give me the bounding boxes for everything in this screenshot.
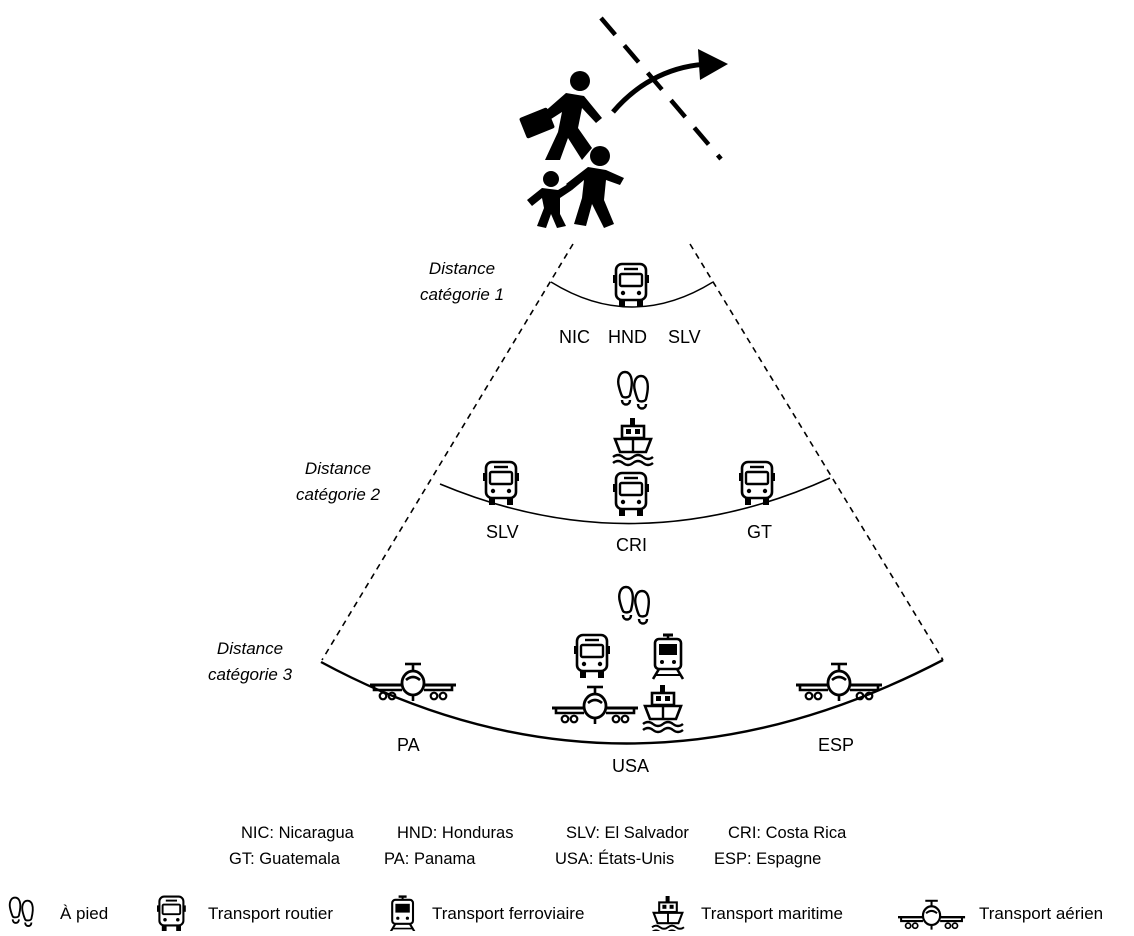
abbreviation: NIC: Nicaragua xyxy=(241,824,354,842)
border-line xyxy=(599,16,723,161)
footprints-icon xyxy=(8,896,34,927)
footprints-icon xyxy=(618,585,651,625)
country-code: CRI xyxy=(616,535,647,555)
country-code: PA xyxy=(397,735,420,755)
abbreviation: HND: Honduras xyxy=(397,824,514,842)
cone-left-edge xyxy=(321,243,574,661)
airplane-icon xyxy=(896,899,967,931)
ship-icon xyxy=(641,683,685,734)
legend-label-rail: Transport ferroviaire xyxy=(432,904,585,923)
abbreviation: PA: Panama xyxy=(384,850,476,868)
ship-icon xyxy=(611,416,655,467)
bus-icon xyxy=(572,633,612,680)
train-icon xyxy=(389,895,416,933)
abbreviation: SLV: El Salvador xyxy=(566,824,689,842)
ship-icon xyxy=(650,894,686,935)
bus-icon xyxy=(611,471,651,518)
bus-icon xyxy=(611,262,651,309)
bus-icon xyxy=(737,460,777,507)
arrow-head-icon xyxy=(698,49,728,80)
airplane-icon xyxy=(550,685,640,726)
country-code: HND xyxy=(608,327,647,347)
legend-label-road: Transport routier xyxy=(208,904,334,923)
arc-category-1 xyxy=(550,281,714,308)
legend-label-sea: Transport maritime xyxy=(701,904,844,923)
abbreviation: ESP: Espagne xyxy=(714,850,822,868)
legend-label-air: Transport aérien xyxy=(979,904,1104,923)
country-code: ESP xyxy=(818,735,855,755)
airplane-icon xyxy=(368,662,458,703)
country-code: SLV xyxy=(668,327,701,347)
category-2-label: Distance catégorie 2 xyxy=(295,459,381,504)
bus-icon xyxy=(481,460,521,507)
footprints-icon xyxy=(617,370,650,410)
category-3-label: Distance catégorie 3 xyxy=(207,639,293,684)
migrants-icon xyxy=(519,71,624,228)
category-1-label: Distance catégorie 1 xyxy=(419,259,505,304)
cone-right-edge xyxy=(689,243,944,661)
bus-icon xyxy=(155,895,187,933)
abbreviation: CRI: Costa Rica xyxy=(728,824,847,842)
abbreviation: USA: États-Unis xyxy=(555,850,675,868)
country-code: SLV xyxy=(486,522,519,542)
arc-category-3 xyxy=(320,658,944,745)
country-code: USA xyxy=(612,756,650,776)
legend-label-walking: À pied xyxy=(60,904,109,923)
country-code: NIC xyxy=(559,327,590,347)
abbreviation: GT: Guatemala xyxy=(229,850,340,868)
country-code: GT xyxy=(747,522,772,542)
train-icon xyxy=(651,633,685,681)
migration-arrow xyxy=(611,61,711,114)
